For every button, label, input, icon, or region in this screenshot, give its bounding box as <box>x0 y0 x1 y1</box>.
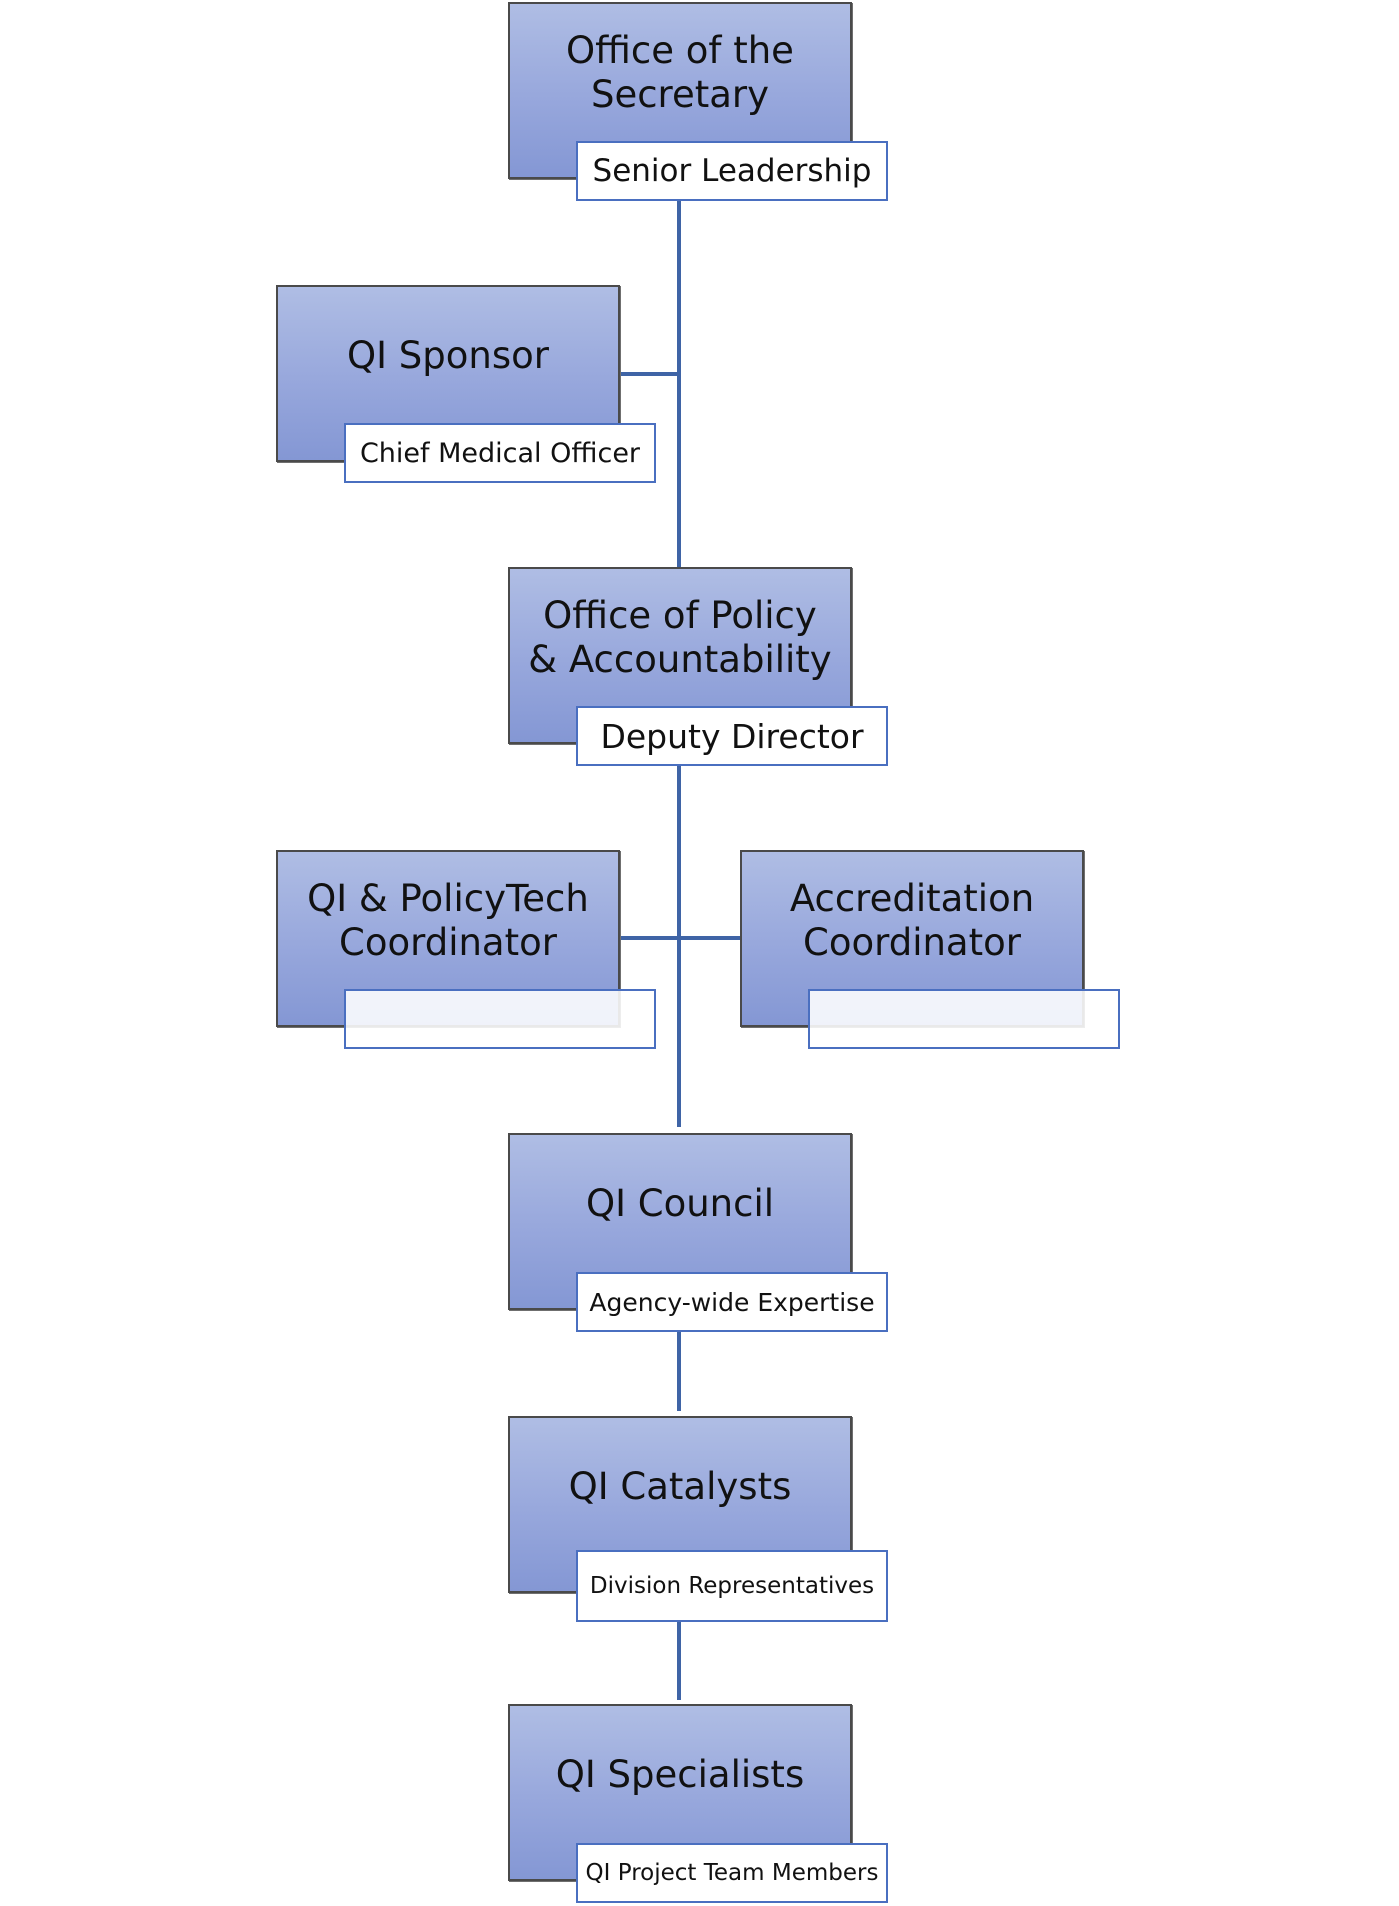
connector-policytech-branch <box>620 936 680 940</box>
node-title: QI Catalysts <box>568 1464 792 1508</box>
node-title: QI Specialists <box>555 1752 805 1796</box>
node-title: QI Sponsor <box>347 333 549 377</box>
node-title: Accreditation Coordinator <box>789 876 1035 964</box>
role-deputy-director: Deputy Director <box>576 706 888 766</box>
role-division-representatives: Division Representatives <box>576 1550 888 1622</box>
node-title: Office of the Secretary <box>566 28 794 116</box>
connector-trunk-upper <box>677 200 681 567</box>
role-senior-leadership: Senior Leadership <box>576 141 888 201</box>
role-qi-project-team-members: QI Project Team Members <box>576 1843 888 1903</box>
connector-catalysts-specialists <box>677 1620 681 1700</box>
node-title: QI Council <box>585 1181 775 1225</box>
role-agency-wide-expertise: Agency-wide Expertise <box>576 1272 888 1332</box>
role-policytech-empty <box>344 989 656 1049</box>
connector-council-catalysts <box>677 1331 681 1411</box>
connector-trunk-lower <box>677 762 681 1127</box>
connector-sponsor-branch <box>620 372 680 376</box>
role-accreditation-empty <box>808 989 1120 1049</box>
connector-accreditation-branch <box>678 936 740 940</box>
node-title: QI & PolicyTech Coordinator <box>307 876 589 964</box>
node-title: Office of Policy & Accountability <box>528 593 832 681</box>
role-chief-medical-officer: Chief Medical Officer <box>344 423 656 483</box>
node-office-of-the-secretary: Office of the Secretary <box>508 2 852 179</box>
